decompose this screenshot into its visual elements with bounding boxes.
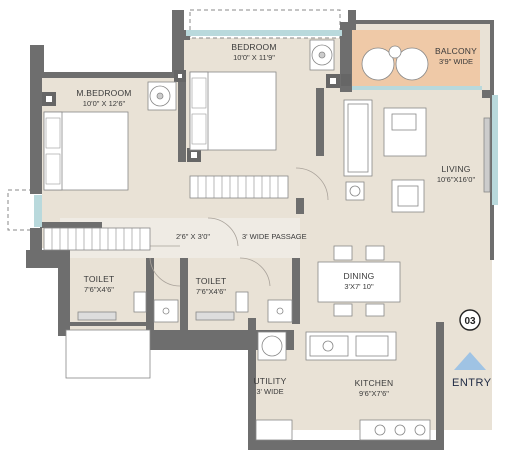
windows — [34, 30, 498, 227]
dim-bedroom: 10'0" X 11'9" — [233, 53, 275, 62]
dim-balcony: 3'9" WIDE — [439, 57, 473, 66]
dim-dining: 3'X7' 10" — [344, 282, 374, 291]
side-tables — [147, 39, 335, 111]
label-balcony: BALCONY — [435, 46, 477, 56]
dim-living: 10'6"X16'0" — [437, 175, 476, 184]
label-master-bedroom: M.BEDROOM — [76, 88, 131, 98]
dim-utility: 3' WIDE — [256, 387, 283, 396]
bed-second — [189, 71, 277, 151]
label-passage-wide: 3' WIDE PASSAGE — [242, 232, 307, 241]
toilet-fixtures — [77, 291, 293, 323]
label-dining: DINING — [344, 271, 375, 281]
living-furniture — [343, 99, 491, 213]
label-passage-small: 2'6" X 3'0" — [176, 232, 210, 241]
wardrobes — [43, 175, 289, 251]
label-toilet-2: TOILET — [196, 276, 227, 286]
dim-toilet-2: 7'6"X4'6" — [196, 287, 226, 296]
dim-kitchen: 9'6"X7'6" — [359, 389, 389, 398]
label-bedroom: BEDROOM — [231, 42, 276, 52]
unit-badge: 03 — [459, 309, 481, 331]
columns — [42, 70, 351, 162]
dim-toilet-1: 7'6"X4'6" — [84, 285, 114, 294]
unit-badge-circle — [459, 309, 481, 331]
entry-marker: ENTRY — [452, 352, 492, 389]
label-utility: UTILITY — [253, 376, 286, 386]
room-labels: BEDROOM 10'0" X 11'9" M.BEDROOM 10'0" X … — [76, 42, 477, 398]
dining-set — [317, 245, 401, 317]
label-living: LIVING — [441, 164, 470, 174]
door-swings — [149, 167, 329, 287]
balcony-chairs — [361, 45, 429, 81]
entry-arrow-icon — [454, 352, 486, 370]
unit-number: 03 — [464, 316, 476, 327]
dim-master-bedroom: 10'0" X 12'6" — [83, 99, 126, 108]
bed-master — [43, 111, 129, 191]
label-kitchen: KITCHEN — [355, 378, 394, 388]
entry-label: ENTRY — [452, 377, 492, 389]
bottom-window — [65, 329, 151, 379]
label-toilet-1: TOILET — [84, 274, 115, 284]
kitchen-fixtures — [255, 331, 431, 441]
